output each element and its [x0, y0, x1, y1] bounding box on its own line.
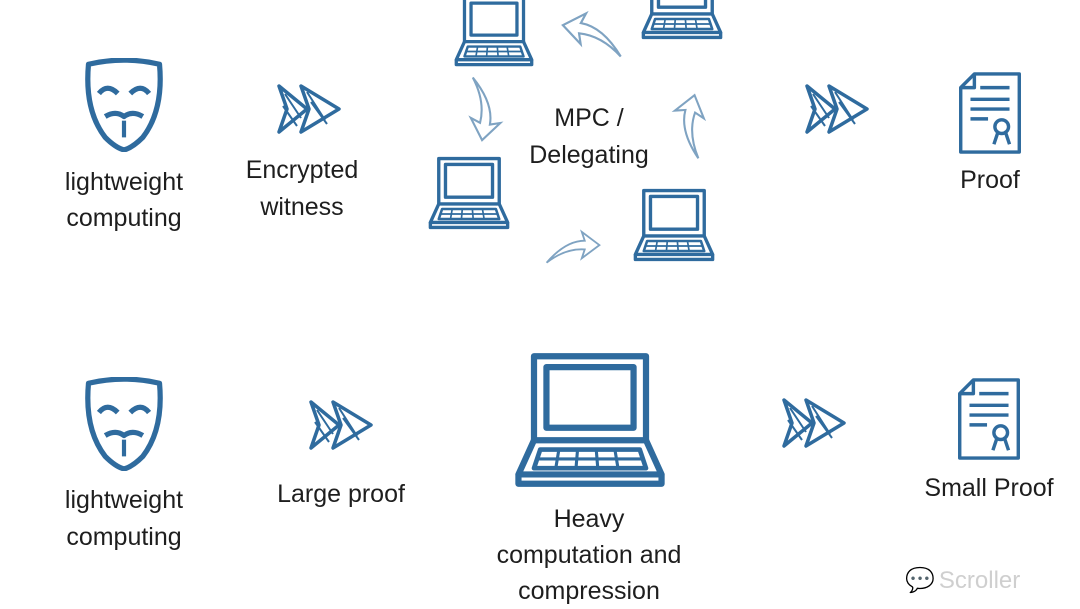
watermark-text: Scroller	[938, 566, 1021, 594]
mpc-label-line2: Delegating	[529, 141, 649, 169]
double-arrow-icon	[277, 80, 341, 138]
bottom-user-label-line2: computing	[66, 523, 182, 551]
laptop-icon	[427, 152, 511, 234]
laptop-icon	[632, 185, 716, 265]
laptop-icon	[453, 0, 535, 74]
laptop-icon	[640, 0, 724, 46]
encrypted-witness-label-line2: witness	[260, 193, 344, 221]
small-proof-label: Small Proof	[924, 474, 1054, 502]
anonymous-mask-icon	[80, 58, 168, 152]
top-user-label-line1: lightweight	[64, 168, 184, 196]
proof-document-icon	[958, 72, 1022, 154]
top-user-label-line2: computing	[66, 204, 182, 232]
proof-label: Proof	[960, 166, 1020, 194]
heavy-computation-label-line1: Heavy	[553, 505, 625, 533]
proof-document-icon	[957, 378, 1021, 460]
large-proof-label: Large proof	[277, 480, 405, 508]
heavy-computation-label-line3: compression	[518, 577, 660, 605]
chat-bubble-icon: 💬	[905, 567, 935, 594]
mpc-label-line1: MPC /	[554, 104, 624, 132]
curved-arrow-icon	[530, 226, 616, 270]
double-arrow-icon	[782, 394, 846, 452]
curved-arrow-icon	[453, 70, 515, 150]
double-arrow-icon	[309, 396, 373, 454]
curved-arrow-icon	[655, 80, 724, 170]
curved-arrow-icon	[551, 2, 635, 66]
watermark: 💬 Scroller	[905, 566, 1020, 595]
large-laptop-icon	[512, 350, 668, 490]
double-arrow-icon	[805, 80, 869, 138]
heavy-computation-label-line2: computation and	[496, 541, 682, 569]
encrypted-witness-label-line1: Encrypted	[245, 156, 359, 184]
anonymous-mask-icon	[80, 377, 168, 471]
bottom-user-label-line1: lightweight	[64, 486, 184, 514]
